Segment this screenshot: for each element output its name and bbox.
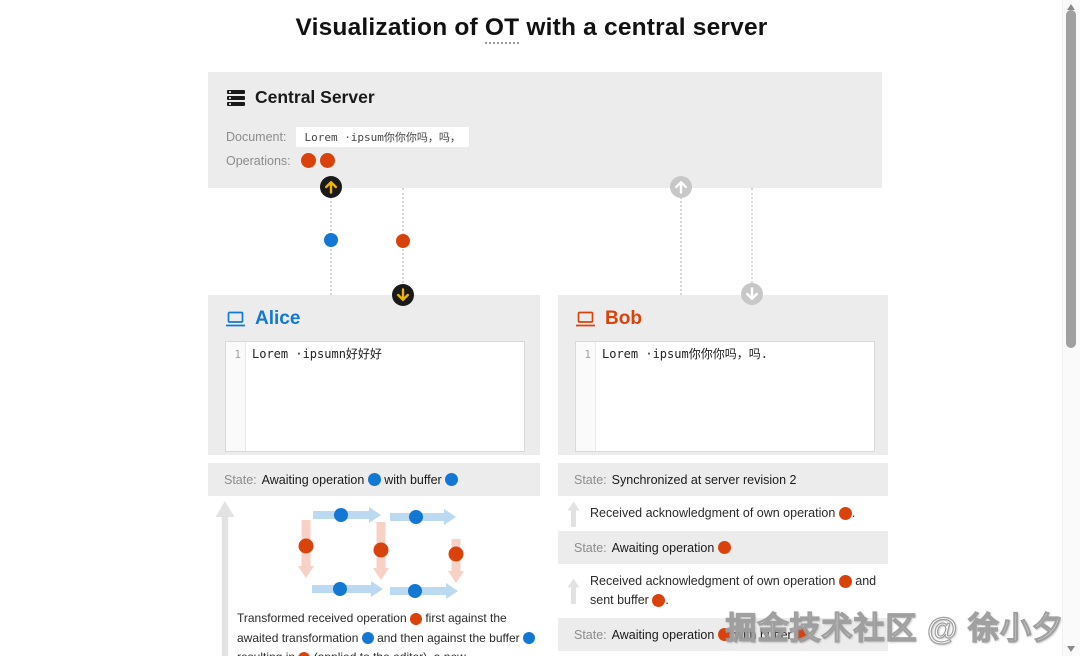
- operation-dot-blue: [522, 632, 535, 644]
- server-document-value: Lorem ·ipsum你你你吗，吗，: [296, 127, 469, 147]
- central-server-panel: Central Server Document: Lorem ·ipsum你你你…: [208, 72, 882, 188]
- bob-event-text: Received acknowledgment of own operation…: [590, 506, 856, 520]
- bob-editor[interactable]: 1 Lorem ·ipsum你你你吗，吗.: [575, 341, 875, 452]
- alice-editor-content: Lorem ·ipsumn好好好: [252, 347, 382, 361]
- operation-dot-red: [652, 593, 666, 607]
- scrollbar[interactable]: [1062, 0, 1080, 656]
- bob-state-text: Awaiting operation: [612, 541, 731, 555]
- alice-send-arrow-icon: [320, 176, 342, 198]
- operation-dot-red: [795, 628, 809, 641]
- server-title: Central Server: [255, 87, 375, 107]
- bob-timeline: State: Synchronized at server revision 2 R…: [558, 463, 888, 655]
- scrollbar-down-arrow-icon[interactable]: [1067, 646, 1075, 652]
- bob-state-bar: State: Synchronized at server revision 2: [558, 463, 888, 496]
- watermark: 掘金技术社区 @ 徐小夕: [725, 610, 1064, 646]
- operation-dot-blue: [445, 473, 459, 486]
- bob-receive-arrow-icon: [741, 283, 763, 305]
- state-label: State:: [224, 472, 257, 487]
- history-up-arrow-icon: [215, 501, 235, 656]
- alice-state-text: Awaiting operation with buffer: [262, 473, 459, 487]
- alice-panel-header: Alice: [208, 295, 540, 330]
- operation-dot-red: [717, 541, 731, 554]
- operations-label: Operations:: [226, 153, 291, 168]
- server-panel-header: Central Server: [208, 72, 882, 108]
- state-label: State:: [574, 540, 607, 555]
- bob-state-text: Awaiting operation with buffer: [612, 628, 809, 642]
- alice-event-text: Transformed received operation first aga…: [237, 609, 549, 656]
- server-document-row: Document: Lorem ·ipsum你你你吗，吗，: [226, 127, 469, 147]
- bob-event-row: Received acknowledgment of own operation…: [558, 568, 888, 614]
- ot-abbr: OT: [484, 14, 520, 44]
- transformation-diagram: [298, 507, 464, 599]
- bob-editor-gutter: 1: [576, 342, 596, 451]
- alice-receive-arrow-icon: [392, 284, 414, 306]
- page-title: Visualization of OT with a central serve…: [0, 14, 1063, 44]
- server-operation-dot-red: [300, 153, 316, 168]
- state-label: State:: [574, 627, 607, 642]
- bob-state-bar: State: Awaiting operation with buffer: [558, 618, 888, 651]
- bob-name: Bob: [605, 308, 642, 329]
- scrollbar-thumb[interactable]: [1066, 10, 1076, 348]
- laptop-icon: [576, 311, 595, 327]
- title-prefix: Visualization of: [295, 14, 485, 41]
- server-operation-dot-red: [319, 153, 335, 168]
- bob-up-wire: [680, 188, 682, 295]
- bob-state-bar: State: Awaiting operation: [558, 531, 888, 564]
- operation-dot-red: [838, 574, 852, 588]
- bob-event-text: Received acknowledgment of own operation…: [590, 574, 877, 607]
- bob-send-arrow-icon: [670, 176, 692, 198]
- line-number: 1: [234, 348, 241, 361]
- document-label: Document:: [226, 130, 287, 144]
- operation-dot-red: [409, 612, 422, 625]
- alice-editor-gutter: 1: [226, 342, 246, 451]
- operation-dot-red: [717, 628, 731, 641]
- operation-dot-red: [298, 651, 311, 656]
- bob-down-wire: [751, 188, 753, 295]
- pending-operation-dot-red: [396, 234, 410, 248]
- server-operations-dots: [300, 153, 335, 168]
- operation-dot-blue: [367, 473, 381, 486]
- laptop-icon: [226, 311, 245, 327]
- title-suffix: with a central server: [519, 14, 768, 41]
- bob-state-text: Synchronized at server revision 2: [611, 472, 797, 487]
- alice-state-bar: State: Awaiting operation with buffer: [208, 463, 540, 496]
- server-operations-row: Operations:: [226, 153, 335, 168]
- state-label: State:: [574, 472, 607, 487]
- alice-name: Alice: [255, 308, 301, 329]
- bob-editor-content: Lorem ·ipsum你你你吗，吗.: [602, 347, 768, 361]
- operation-dot-red: [838, 506, 852, 520]
- server-icon: [227, 89, 245, 106]
- alice-editor[interactable]: 1 Lorem ·ipsumn好好好: [225, 341, 525, 452]
- bob-panel-header: Bob: [558, 295, 888, 330]
- pending-operation-dot-blue: [324, 233, 338, 247]
- scrollbar-up-arrow-icon[interactable]: [1067, 4, 1075, 10]
- line-number: 1: [584, 348, 591, 361]
- bob-event-row: Received acknowledgment of own operation…: [558, 500, 888, 527]
- operation-dot-blue: [361, 632, 374, 644]
- history-up-arrow-icon: [567, 501, 580, 527]
- history-up-arrow-icon: [567, 578, 580, 604]
